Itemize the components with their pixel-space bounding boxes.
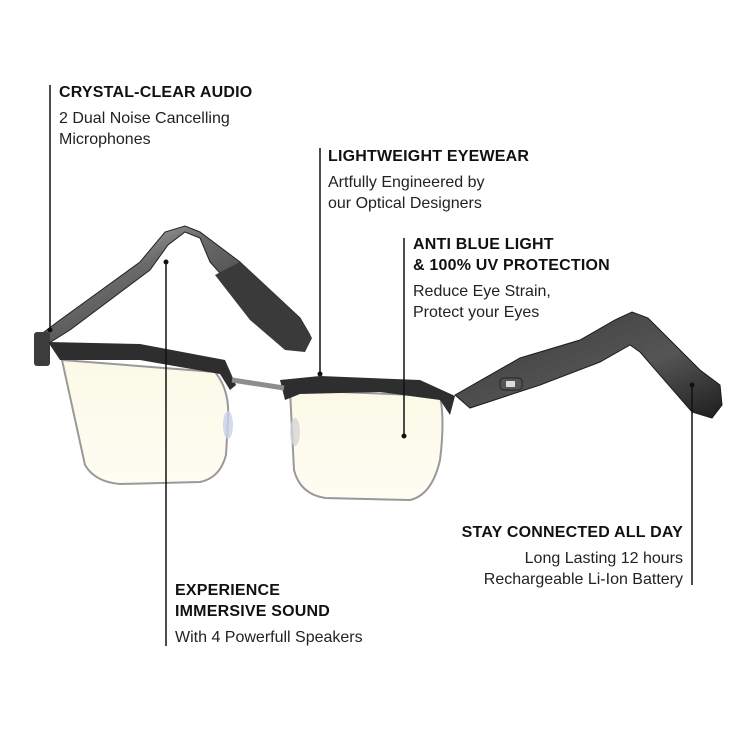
callout-anti-blue-light: ANTI BLUE LIGHT & 100% UV PROTECTION Red…: [413, 234, 610, 323]
callout-immersive-sound: EXPERIENCE IMMERSIVE SOUND With 4 Powerf…: [175, 580, 363, 648]
callout-description: 2 Dual Noise Cancelling Microphones: [59, 110, 230, 148]
browline-frame: [48, 342, 236, 390]
callout-crystal-clear-audio: CRYSTAL-CLEAR AUDIO 2 Dual Noise Cancell…: [59, 82, 252, 150]
right-temple-arm: [454, 311, 723, 419]
callout-stay-connected: STAY CONNECTED ALL DAY Long Lasting 12 h…: [462, 522, 683, 590]
left-temple-arm: [34, 225, 312, 366]
callout-description: Long Lasting 12 hours Rechargeable Li-Io…: [483, 550, 683, 588]
callout-description: Reduce Eye Strain, Protect your Eyes: [413, 283, 551, 321]
callout-dots: [47, 259, 695, 439]
callout-title: STAY CONNECTED ALL DAY: [461, 524, 683, 541]
callout-lightweight-eyewear: LIGHTWEIGHT EYEWEAR Artfully Engineered …: [328, 146, 529, 214]
right-lens: [288, 388, 444, 502]
callout-title: CRYSTAL-CLEAR AUDIO: [59, 84, 253, 101]
callout-title: LIGHTWEIGHT EYEWEAR: [328, 148, 530, 165]
callout-lines: [49, 85, 693, 646]
callout-description: Artfully Engineered by our Optical Desig…: [328, 174, 485, 212]
metal-bridge: [231, 377, 285, 391]
callout-title: EXPERIENCE IMMERSIVE SOUND: [175, 582, 331, 620]
left-lens: [60, 358, 230, 486]
callout-description: With 4 Powerfull Speakers: [175, 629, 363, 646]
callout-title: ANTI BLUE LIGHT & 100% UV PROTECTION: [413, 236, 610, 274]
